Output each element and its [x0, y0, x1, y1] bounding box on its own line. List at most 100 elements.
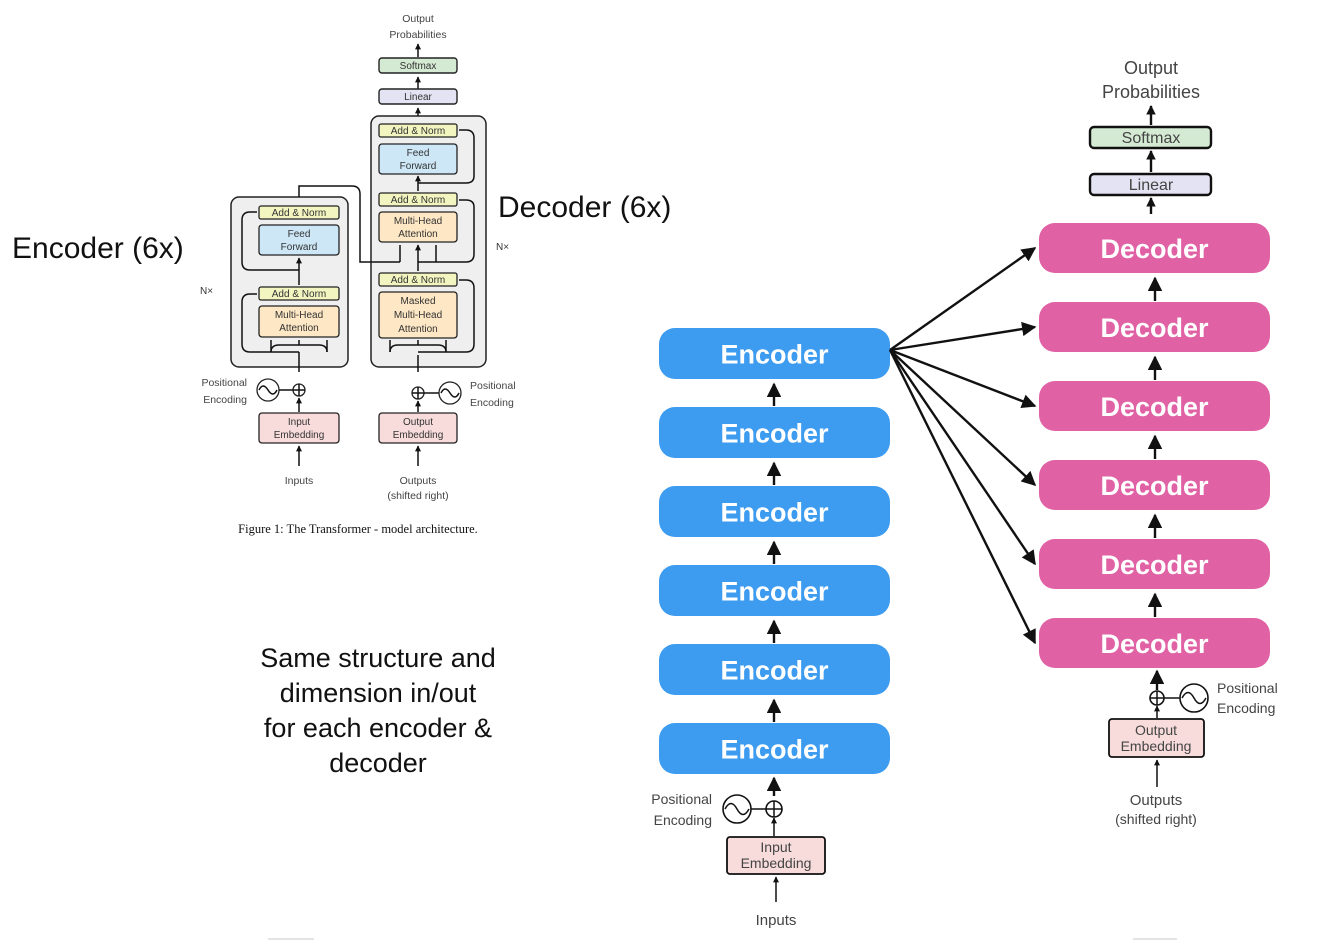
stack-softmax-label: Softmax	[1122, 130, 1181, 147]
paper-dec-addnorm-2-label: Add & Norm	[391, 195, 445, 206]
paper-output-probabilities-line1: Output	[402, 13, 434, 25]
encoder-to-decoder-arrow	[889, 348, 1037, 409]
paper-dec-addnorm-3	[378, 123, 458, 138]
encoder-to-decoder-arrow	[889, 349, 1037, 486]
encoder-block	[659, 565, 890, 616]
paper-softmax-label: Softmax	[400, 61, 437, 72]
paper-enc-ff-line1: Feed	[288, 229, 311, 240]
stack-input-emb-line2: Embedding	[741, 855, 812, 871]
paper-decoder-nx: N×	[496, 242, 509, 253]
paper-dec-feed-forward	[378, 143, 458, 175]
paper-enc-addnorm-1	[258, 286, 340, 301]
decoder-block-label: Decoder	[1100, 234, 1209, 264]
paper-linear-box	[378, 88, 458, 105]
stack-output-emb-line2: Embedding	[1121, 738, 1192, 754]
decoder-block	[1039, 223, 1270, 273]
stack-output-probabilities-line2: Probabilities	[1102, 82, 1200, 102]
encoder-to-decoder-arrow	[888, 349, 1037, 645]
encoder-block-label: Encoder	[720, 735, 829, 765]
encoder-to-decoder-arrows	[888, 247, 1037, 645]
paper-encoder-layer	[230, 196, 349, 368]
stack-input-emb-line1: Input	[760, 839, 791, 855]
stack-linear-box	[1088, 172, 1213, 197]
stack-dec-pe-line2: Encoding	[1217, 700, 1275, 716]
stack-output-emb-line1: Output	[1135, 722, 1177, 738]
paper-enc-pe-line1: Positional	[201, 377, 247, 389]
paper-enc-pe-line2: Encoding	[203, 394, 247, 406]
paper-masked-line2: Multi-Head	[394, 310, 442, 321]
paper-figure: Output Probabilities Softmax Linear Add …	[200, 13, 516, 536]
note-line-1: Same structure and	[260, 643, 496, 673]
paper-input-emb-line2: Embedding	[274, 430, 325, 441]
decoder-block	[1039, 460, 1270, 510]
encoder-block	[659, 486, 890, 537]
stack-outputs-line1: Outputs	[1130, 792, 1183, 809]
decoder-block	[1039, 381, 1270, 431]
paper-dec-addnorm-1-label: Add & Norm	[391, 275, 445, 286]
decoder-title: Decoder (6x)	[498, 191, 671, 224]
stack-output-embedding	[1108, 718, 1205, 758]
paper-enc-attention	[258, 305, 340, 338]
paper-dec-addnorm-1	[378, 272, 458, 287]
paper-dec-pe-line1: Positional	[470, 380, 516, 392]
note-text: Same structure and dimension in/out for …	[260, 643, 496, 778]
paper-enc-mha-line2: Attention	[279, 323, 318, 334]
paper-enc-addnorm-1-label: Add & Norm	[272, 289, 326, 300]
encoder-block-label: Encoder	[720, 656, 829, 686]
decoder-stack: DecoderDecoderDecoderDecoderDecoderDecod…	[1039, 223, 1270, 668]
paper-softmax-box	[378, 57, 458, 74]
encoder-block-label: Encoder	[720, 419, 829, 449]
paper-enc-feed-forward	[258, 224, 340, 256]
encoder-block	[659, 407, 890, 458]
stack-dec-pe-line1: Positional	[1217, 680, 1278, 696]
paper-dec-mha-line2: Attention	[398, 229, 437, 240]
paper-inputs-label: Inputs	[285, 475, 314, 487]
paper-enc-addnorm-2-label: Add & Norm	[272, 208, 326, 219]
paper-dec-cross-attention	[378, 211, 458, 243]
encoder-to-decoder-arrow	[889, 247, 1037, 351]
paper-enc-addnorm-2	[258, 205, 340, 220]
encoder-block-label: Encoder	[720, 577, 829, 607]
paper-outputs-line2: (shifted right)	[387, 490, 448, 502]
decoder-block	[1039, 302, 1270, 352]
stack-linear-label: Linear	[1129, 177, 1174, 194]
decoder-block	[1039, 618, 1270, 668]
figure-caption: Figure 1: The Transformer - model archit…	[238, 522, 478, 536]
stack-output-probabilities-line1: Output	[1124, 58, 1178, 78]
stack-input-embedding	[726, 836, 826, 875]
paper-linear-label: Linear	[404, 92, 432, 103]
paper-dec-addnorm-3-label: Add & Norm	[391, 126, 445, 137]
decoder-block	[1039, 539, 1270, 589]
paper-dec-pe-line2: Encoding	[470, 397, 514, 409]
decoder-block-label: Decoder	[1100, 313, 1209, 343]
decoder-block-label: Decoder	[1100, 471, 1209, 501]
paper-dec-ff-line1: Feed	[407, 148, 430, 159]
encoder-block-label: Encoder	[720, 340, 829, 370]
decoder-block-label: Decoder	[1100, 550, 1209, 580]
paper-input-embedding	[258, 412, 340, 444]
stack-enc-pe-line2: Encoding	[654, 812, 712, 828]
decoder-block-label: Decoder	[1100, 392, 1209, 422]
paper-dec-mha-line1: Multi-Head	[394, 216, 442, 227]
note-line-4: decoder	[329, 748, 427, 778]
encoder-block	[659, 644, 890, 695]
paper-input-emb-line1: Input	[288, 417, 310, 428]
paper-masked-line3: Attention	[398, 324, 437, 335]
paper-enc-ff-line2: Forward	[281, 242, 318, 253]
paper-output-embedding	[378, 412, 458, 444]
note-line-3: for each encoder &	[264, 713, 492, 743]
paper-dec-addnorm-2	[378, 192, 458, 207]
stack-outputs-line2: (shifted right)	[1115, 811, 1197, 827]
stack-softmax-box	[1088, 125, 1213, 150]
encoder-to-decoder-arrow	[889, 349, 1036, 566]
encoder-to-decoder-arrow	[889, 321, 1037, 352]
encoder-block	[659, 328, 890, 379]
paper-output-probabilities-line2: Probabilities	[389, 29, 446, 41]
stack-enc-pe-line1: Positional	[651, 791, 712, 807]
paper-output-emb-line1: Output	[403, 417, 433, 428]
decoder-block-label: Decoder	[1100, 629, 1209, 659]
encoder-block	[659, 723, 890, 774]
paper-outputs-line1: Outputs	[400, 475, 437, 487]
encoder-title: Encoder (6x)	[12, 232, 184, 265]
